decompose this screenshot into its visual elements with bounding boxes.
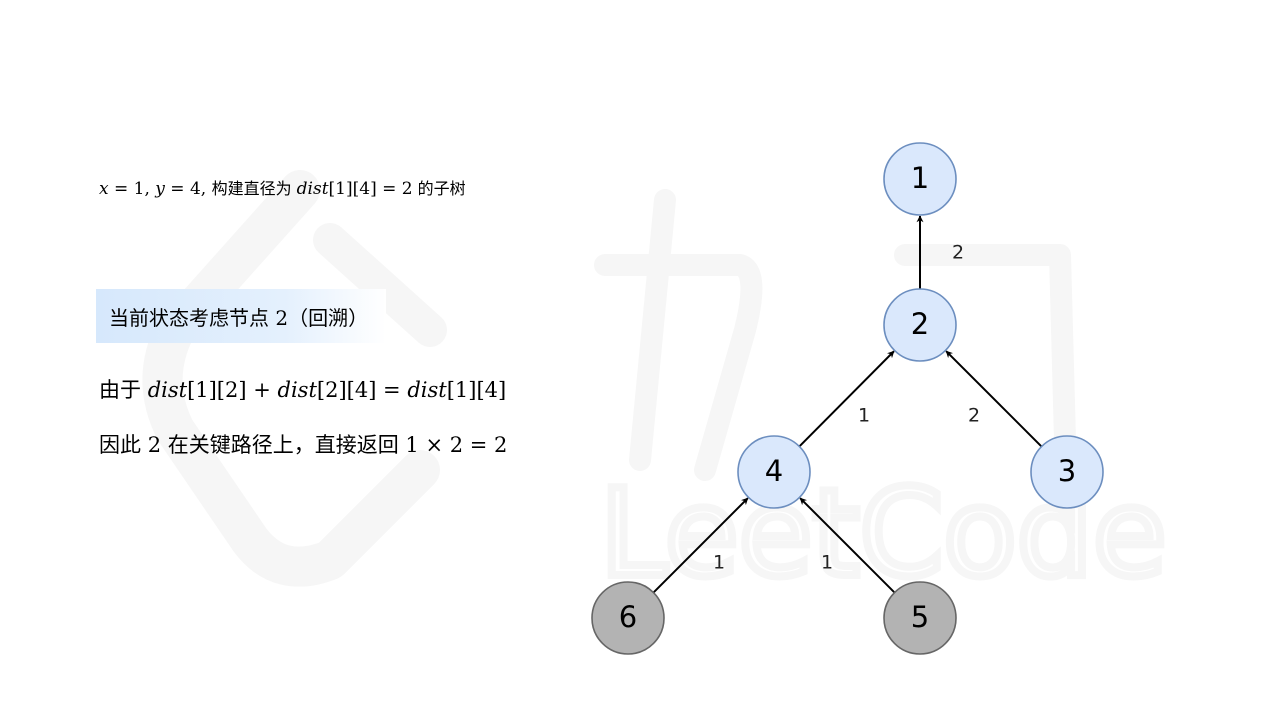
edges-layer: 2 1 2 1 1 — [652, 215, 1043, 594]
current-state-text: 当前状态考虑节点 2（回溯） — [109, 302, 368, 331]
result-formula: 因此 2 在关键路径上，直接返回 1 × 2 = 2 — [99, 429, 507, 459]
tree-node-1 — [883, 142, 957, 216]
edge-weight-label: 2 — [968, 405, 980, 427]
subtree-caption: x = 1, y = 4, 构建直径为 dist[1][4] = 2 的子树 — [99, 175, 466, 199]
dist-symbol: dist — [277, 378, 317, 402]
tree-node-4 — [737, 435, 811, 509]
nodes-layer: 1 2 3 4 5 6 — [591, 142, 1104, 655]
result-text: 在关键路径上，直接返回 — [161, 433, 406, 457]
result-expression: 1 × 2 = 2 — [405, 433, 508, 457]
tree-node-label: 1 — [911, 161, 929, 195]
tree-node-3 — [1030, 435, 1104, 509]
tree-node-label: 3 — [1058, 454, 1076, 488]
edge-5-to-4 — [799, 497, 896, 594]
tree-node-label: 5 — [911, 600, 929, 634]
tree-node-label: 2 — [911, 307, 929, 341]
result-node-number: 2 — [147, 433, 162, 457]
dist-index: [1][2] + — [187, 378, 278, 402]
edge-3-to-2 — [945, 350, 1043, 448]
dist-index: [2][4] = — [316, 378, 408, 402]
dist-symbol: dist — [296, 179, 329, 199]
caption-text: 构建直径为 — [211, 179, 297, 198]
dist-symbol: dist — [147, 378, 188, 402]
result-prefix: 因此 — [99, 433, 148, 457]
tree-node-5 — [883, 581, 957, 655]
dist-index: [1][4] — [446, 378, 507, 402]
dist-index: [1][4] = 2 — [328, 179, 413, 199]
edge-weight-label: 2 — [952, 242, 964, 264]
edge-4-to-2 — [798, 350, 895, 448]
current-state-highlight — [96, 289, 386, 343]
x-variable: x — [99, 179, 109, 199]
dist-symbol: dist — [407, 378, 447, 402]
y-variable: y — [155, 179, 165, 199]
tree-node-label: 4 — [765, 454, 783, 488]
state-label: 当前状态考虑节点 — [109, 306, 276, 330]
tree-node-6 — [591, 581, 665, 655]
edge-weight-label: 1 — [821, 552, 833, 574]
x-value: = 1, — [108, 179, 156, 199]
edge-weight-label: 1 — [858, 405, 870, 427]
reason-prefix: 由于 — [99, 378, 148, 402]
caption-suffix: 的子树 — [412, 179, 466, 198]
state-backtrack: （回溯） — [288, 306, 369, 330]
reason-formula: 由于 dist[1][2] + dist[2][4] = dist[1][4] — [99, 374, 506, 404]
y-value: = 4, — [164, 179, 212, 199]
edge-6-to-4 — [652, 497, 749, 594]
edge-weight-label: 1 — [713, 552, 725, 574]
tree-node-label: 6 — [619, 600, 637, 634]
state-node-number: 2 — [275, 306, 289, 330]
tree-node-2 — [883, 288, 957, 362]
